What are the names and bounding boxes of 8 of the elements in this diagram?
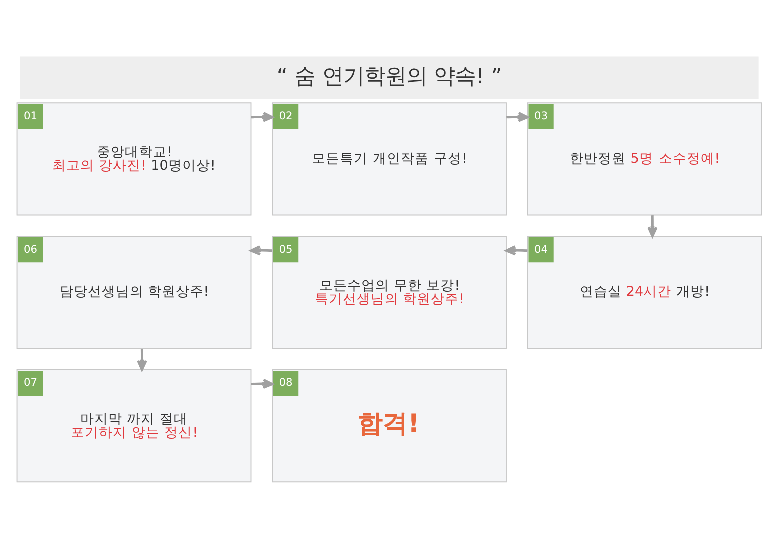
arrow	[251, 378, 274, 390]
arrow	[648, 216, 658, 238]
arrow	[137, 348, 148, 371]
diagram-title: “ 숨 연기학원의 약속! ”	[276, 64, 502, 90]
arrow	[251, 112, 274, 122]
arrow	[505, 245, 528, 256]
arrow	[506, 112, 529, 122]
arrow	[250, 245, 273, 256]
